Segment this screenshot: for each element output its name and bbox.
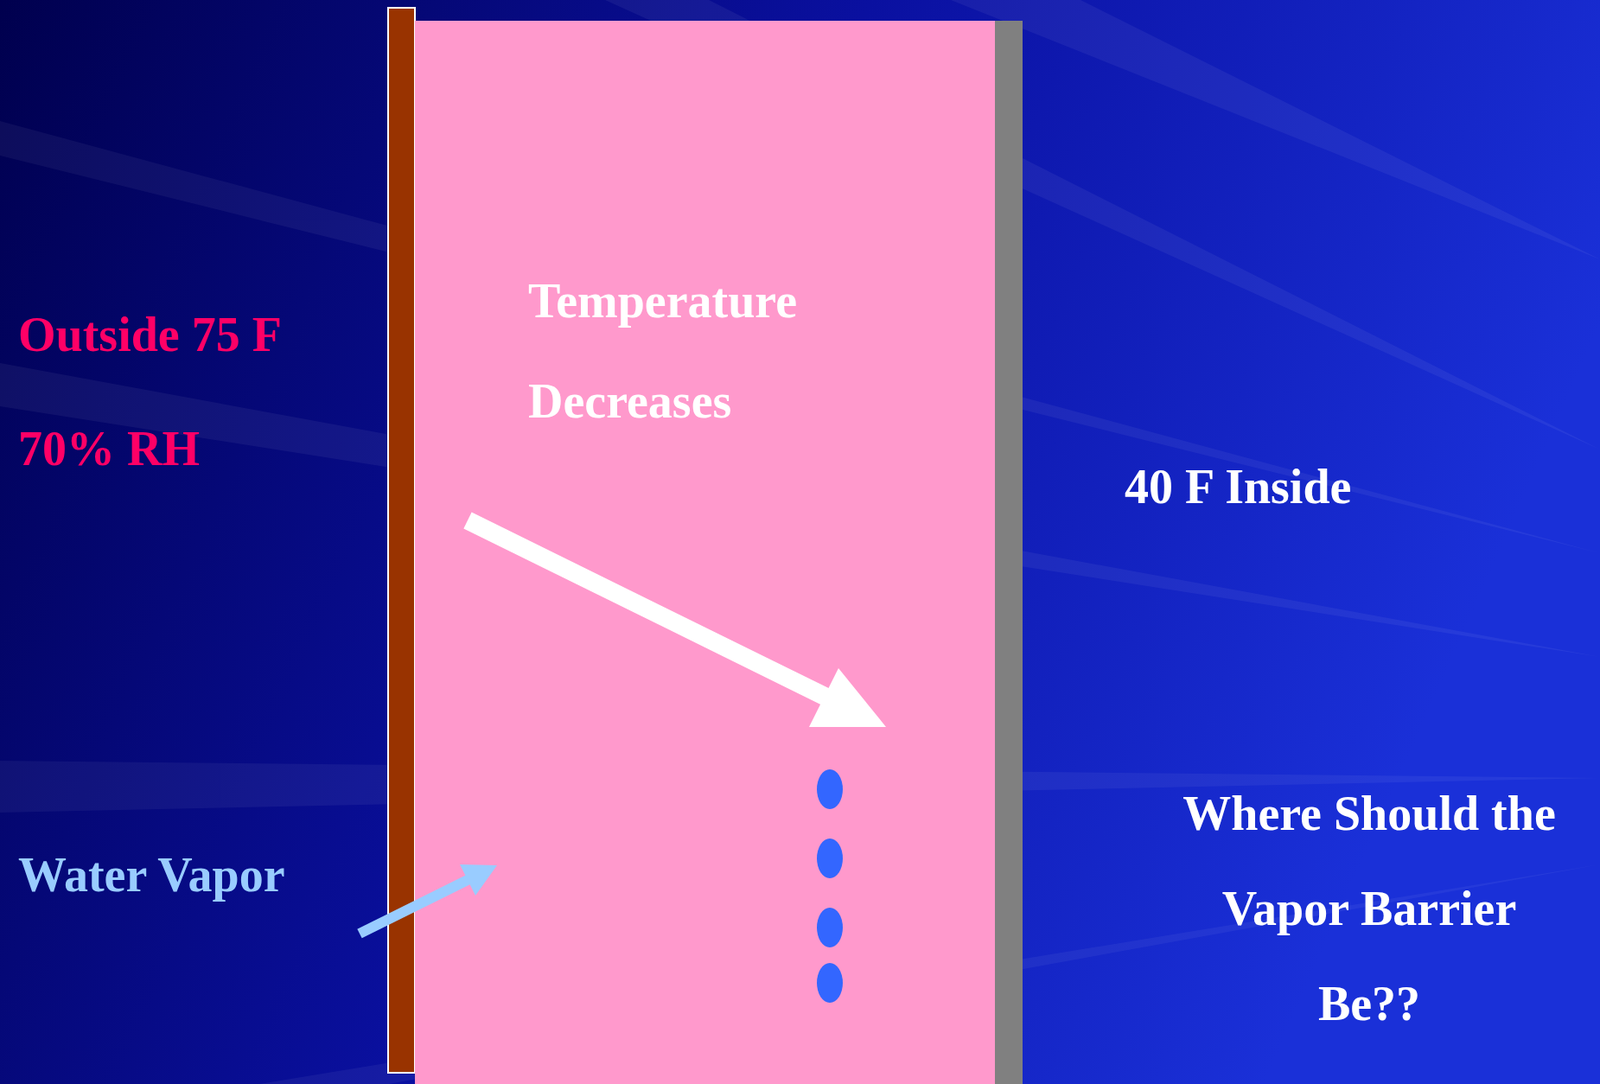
vapor-label: Water Vapor: [18, 846, 382, 905]
inner-wall-layer: [994, 20, 1023, 1084]
inside-condition: 40 F Inside: [1124, 458, 1557, 517]
condensation-drop: [816, 838, 843, 879]
temperature-arrow-head: [809, 668, 887, 727]
condensation-drop: [816, 962, 843, 1003]
question-text: Where Should the Vapor Barrier Be??: [1166, 765, 1573, 1052]
vapor-arrow-shaft: [359, 878, 472, 934]
wall-text: Temperature Decreases: [528, 250, 874, 452]
temperature-arrow-shaft: [467, 520, 826, 697]
condensation-drop: [816, 769, 843, 810]
condensation-drop: [816, 907, 843, 948]
vapor-arrow-head: [459, 864, 498, 896]
outer-wall-layer: [388, 7, 415, 1073]
wall-cavity: Temperature Decreases: [414, 20, 995, 1084]
humidity-value: 70% RH: [18, 420, 382, 479]
outside-condition: Outside 75 F: [18, 305, 382, 364]
